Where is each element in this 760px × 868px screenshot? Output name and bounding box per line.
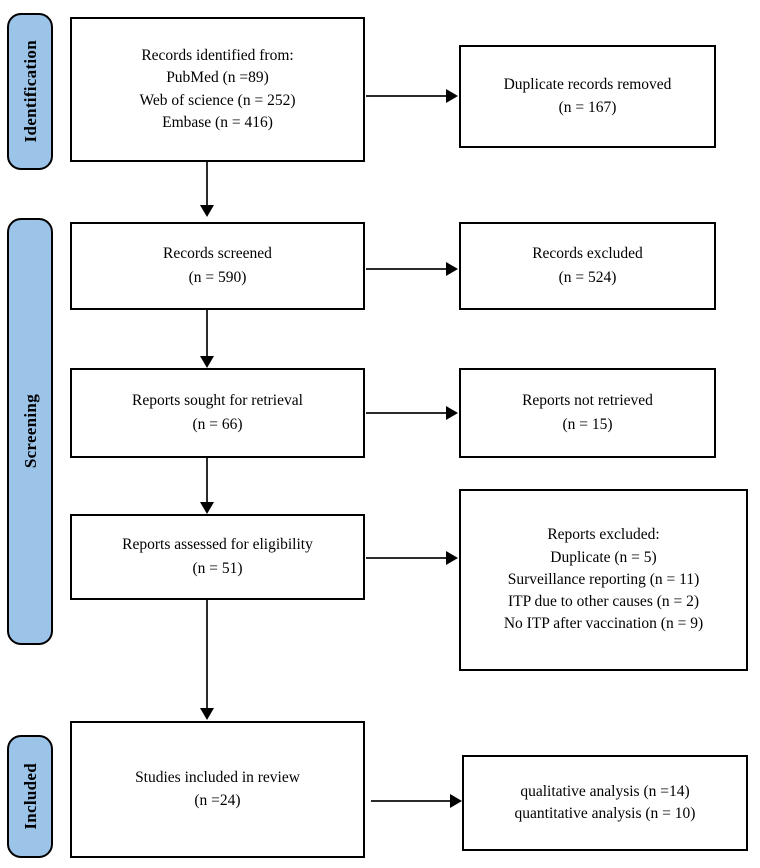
reports-assessed-line-1: Reports assessed for eligibility [122,536,313,554]
records-screened-line-1: Records screened [163,245,272,263]
arrowhead-included-to-analysis [450,794,462,808]
arrowhead-identified-to-screened [200,205,214,217]
studies-included-line-2: (n =24) [194,792,241,809]
records-identified-line-3: Web of science (n = 252) [139,91,296,109]
reports-excluded-line-1: Reports excluded: [547,526,660,544]
reports-sought-line-1: Reports sought for retrieval [132,392,303,410]
stage-label-screening: Screening [20,394,40,469]
box-records-identified: Records identified from: PubMed (n =89) … [70,17,365,162]
stage-pill-screening: Screening [7,218,53,645]
reports-sought-line-2: (n = 66) [192,415,243,433]
arrowhead-screened-to-excluded [446,262,458,276]
connector-screened-to-sought [206,310,208,358]
arrowhead-assessed-to-reports-excluded [446,551,458,565]
arrowhead-identified-to-duplicates [446,89,458,103]
box-reports-sought: Reports sought for retrieval (n = 66) [70,368,365,458]
reports-excluded-line-5: No ITP after vaccination (n = 9) [503,615,704,633]
records-screened-line-2: (n = 590) [188,268,247,286]
records-excluded-line-1: Records excluded [532,245,643,263]
reports-excluded-line-3: Surveillance reporting (n = 11) [507,570,700,588]
studies-included-line-1: Studies included in review [135,768,300,786]
connector-screened-to-excluded [366,268,448,270]
stage-label-identification: Identification [20,40,40,143]
connector-sought-to-assessed [206,458,208,504]
analysis-counts-line-1: qualitative analysis (n =14) [520,782,690,800]
stage-pill-identification: Identification [7,13,53,170]
connector-assessed-to-reports-excluded [366,557,448,559]
reports-not-retrieved-line-2: (n = 15) [562,415,613,433]
records-identified-line-4: Embase (n = 416) [162,113,273,131]
box-records-screened: Records screened (n = 590) [70,222,365,310]
arrowhead-screened-to-sought [200,356,214,368]
connector-sought-to-not-retrieved [366,412,448,414]
reports-excluded-line-4: ITP due to other causes (n = 2) [507,593,700,611]
reports-not-retrieved-line-1: Reports not retrieved [522,392,653,410]
analysis-counts-line-2: quantitative analysis (n = 10) [514,805,696,822]
duplicates-removed-line-1: Duplicate records removed [503,75,672,93]
box-reports-excluded: Reports excluded: Duplicate (n = 5) Surv… [459,489,748,671]
arrowhead-sought-to-assessed [200,502,214,514]
arrowhead-sought-to-not-retrieved [446,406,458,420]
arrowhead-assessed-to-studies-included [200,708,214,720]
stage-label-included: Included [20,763,40,830]
reports-assessed-line-2: (n = 51) [192,559,243,577]
box-studies-included: Studies included in review (n =24) [70,721,365,858]
records-identified-line-2: PubMed (n =89) [166,69,269,87]
reports-excluded-line-2: Duplicate (n = 5) [550,548,657,566]
duplicates-removed-line-2: (n = 167) [558,99,617,116]
connector-included-to-analysis [371,800,452,802]
connector-assessed-to-studies-included [206,600,208,710]
box-reports-not-retrieved: Reports not retrieved (n = 15) [459,368,716,458]
box-duplicate-records-removed: Duplicate records removed (n = 167) [459,45,716,148]
connector-identified-to-screened [206,162,208,207]
connector-identified-to-duplicates [366,95,448,97]
records-excluded-line-2: (n = 524) [558,268,617,286]
box-analysis-counts: qualitative analysis (n =14) quantitativ… [462,755,748,851]
records-identified-line-1: Records identified from: [141,46,294,64]
box-reports-assessed: Reports assessed for eligibility (n = 51… [70,514,365,600]
box-records-excluded: Records excluded (n = 524) [459,222,716,310]
stage-pill-included: Included [7,735,53,858]
